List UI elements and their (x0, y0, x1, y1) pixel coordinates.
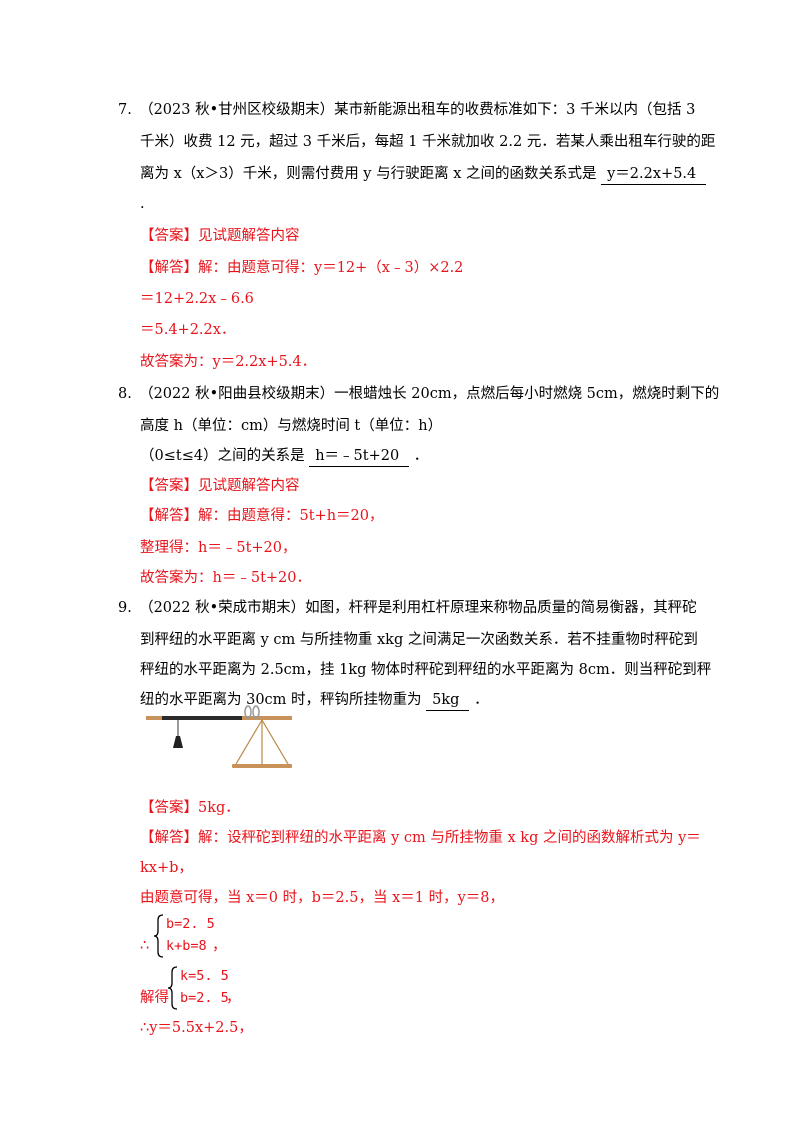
q8-line-3: （0≤t≤4）之间的关系是 h＝﹣5t+20 ． (140, 446, 428, 467)
q8-line-1: 8. （2022 秋•阳曲县校级期末）一根蜡烛长 20cm，点燃后每小时燃烧 5… (118, 386, 720, 402)
steelyard-beam-dark (162, 716, 242, 720)
steelyard-figure (146, 705, 292, 768)
q7-solution-4: 故答案为：y＝2.2x+5.4． (140, 354, 317, 370)
q9-solution-3: 由题意可得，当 x＝0 时，b＝2.5，当 x＝1 时，y＝8， (140, 890, 504, 906)
q9-answer: 【答案】5kg． (140, 800, 240, 816)
left-brace-icon (167, 966, 178, 1010)
q7-line-3-text: 离为 x（x＞3）千米，则需付费用 y 与行驶距离 x 之间的函数关系式是 (140, 166, 597, 182)
q7-line-1: 7. （2023 秋•甘州区校级期末）某市新能源出租车的收费标准如下：3 千米以… (118, 102, 696, 118)
q8-solution-3: 故答案为：h＝﹣5t+20． (140, 570, 311, 586)
q8-answer-blank: h＝﹣5t+20 (309, 446, 410, 467)
steelyard-ring-2 (252, 705, 260, 719)
steelyard-pan (232, 764, 292, 768)
q7-solution-3: ＝5.4+2.2x． (140, 322, 236, 338)
q9-line-4: 纽的水平距离为 30cm 时，秤钩所挂物重为 5kg ． (140, 690, 489, 711)
q9-line-3: 秤纽的水平距离为 2.5cm，挂 1kg 物体时秤砣到秤纽的水平距离为 8cm．… (140, 662, 712, 678)
q9-line-1: 9. （2022 秋•荣成市期末）如图，杆秤是利用杠杆原理来称物品质量的简易衡器… (118, 600, 697, 616)
system-1-therefore: ∴ (140, 938, 150, 954)
q9-solution-1: 【解答】解：设秤砣到秤纽的水平距离 y cm 与所挂物重 x kg 之间的函数解… (140, 830, 701, 846)
q8-line-3-end: ． (413, 448, 429, 464)
q7-answer-blank: y＝2.2x+5.4 (601, 164, 707, 185)
steelyard-ring-1 (244, 705, 252, 719)
q9-line-2: 到秤纽的水平距离 y cm 与所挂物重 xkg 之间满足一次函数关系．若不挂重物… (140, 632, 698, 648)
system-1-eq-1: b=2. 5 (166, 916, 215, 932)
system-2-label: 解得 (140, 990, 169, 1006)
q8-solution-2: 整理得：h＝﹣5t+20， (140, 540, 297, 556)
system-2-comma: ， (226, 990, 241, 1006)
q8-answer: 【答案】见试题解答内容 (140, 478, 300, 494)
pan-string-right (261, 719, 289, 765)
q7-solution-1: 【解答】解：由题意可得：y＝12+（x﹣3）×2.2 (140, 260, 464, 276)
q8-line-3-text: （0≤t≤4）之间的关系是 (140, 448, 305, 464)
left-brace-icon (153, 914, 164, 958)
q9-line-4-text: 纽的水平距离为 30cm 时，秤钩所挂物重为 (140, 692, 422, 708)
pan-string-left (235, 719, 263, 765)
q7-line-3: 离为 x（x＞3）千米，则需付费用 y 与行驶距离 x 之间的函数关系式是 y＝… (140, 164, 707, 185)
system-2-eq-2: b=2. 5 (180, 990, 229, 1006)
system-1-comma: ， (212, 938, 227, 954)
q9-solution-2: kx+b， (140, 860, 193, 876)
q9-line-4-end: ． (474, 692, 489, 708)
system-2-eq-1: k=5. 5 (180, 968, 229, 984)
q9-solution-final: ∴y＝5.5x+2.5， (140, 1020, 253, 1036)
counterweight (173, 736, 183, 748)
q7-answer: 【答案】见试题解答内容 (140, 228, 300, 244)
q7-line-4: . (140, 196, 145, 212)
q8-line-2: 高度 h（单位：cm）与燃烧时间 t（单位：h） (140, 418, 443, 434)
q8-solution-1: 【解答】解：由题意得：5t+h＝20， (140, 508, 384, 524)
system-1-eq-2: k+b=8 (166, 938, 207, 954)
q9-answer-blank: 5kg (426, 690, 470, 711)
q7-solution-2: ＝12+2.2x﹣6.6 (140, 291, 254, 307)
q7-line-2: 千米）收费 12 元，超过 3 千米后，每超 1 千米就加收 2.2 元．若某人… (140, 134, 716, 150)
